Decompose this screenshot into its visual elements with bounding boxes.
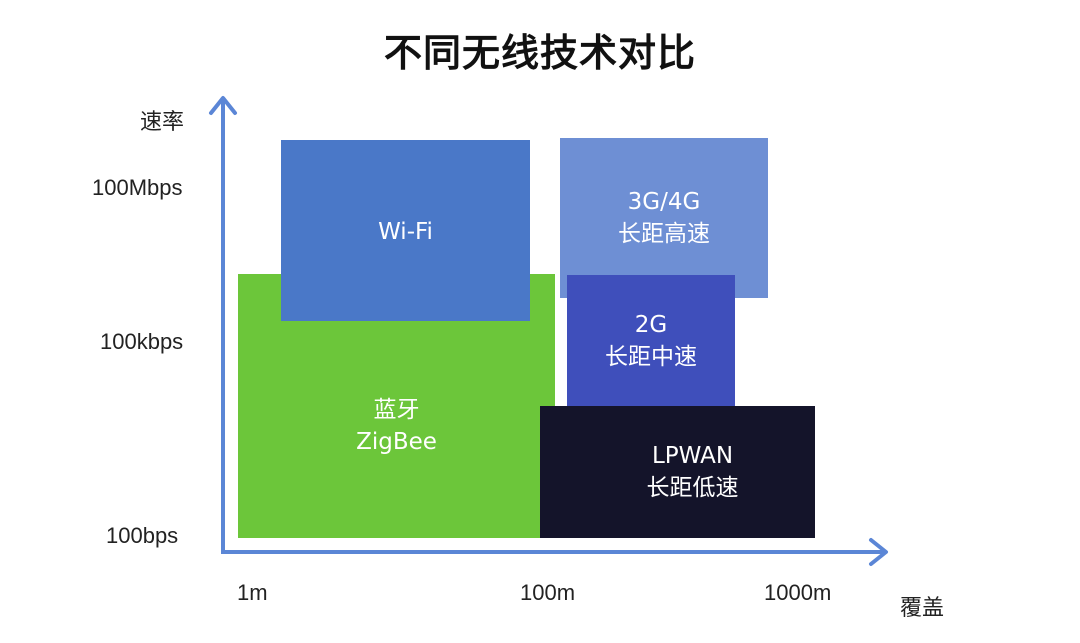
diagram-title: 不同无线技术对比 (383, 31, 696, 75)
region-2g: 2G 长距中速 (567, 275, 735, 406)
region-wifi: Wi-Fi (281, 140, 530, 321)
region-label-line2: 长距中速 (605, 343, 697, 370)
y-axis-label: 速率 (140, 110, 185, 135)
region-label-line1: LPWAN (651, 443, 734, 469)
y-tick-100kbps: 100kbps (100, 329, 184, 354)
y-tick-100bps: 100bps (106, 523, 179, 548)
region-label-line1: 2G (634, 311, 668, 338)
region-lpwan: LPWAN 长距低速 (540, 406, 815, 538)
region-3g4g: 3G/4G 长距高速 (560, 138, 768, 298)
x-tick-100m: 100m (520, 580, 576, 605)
x-axis-label: 覆盖 (900, 596, 945, 621)
region-label-line2: 长距低速 (646, 475, 739, 501)
x-tick-1m: 1m (237, 580, 268, 605)
x-tick-1000m: 1000m (764, 580, 832, 605)
region-label-line1: 蓝牙 (373, 397, 420, 423)
region-label-line1: Wi-Fi (378, 219, 433, 245)
region-label-line1: 3G/4G (627, 189, 701, 215)
y-tick-100mbps: 100Mbps (92, 175, 183, 200)
region-label-line2: 长距高速 (618, 221, 710, 247)
region-label-line2: ZigBee (356, 429, 437, 455)
